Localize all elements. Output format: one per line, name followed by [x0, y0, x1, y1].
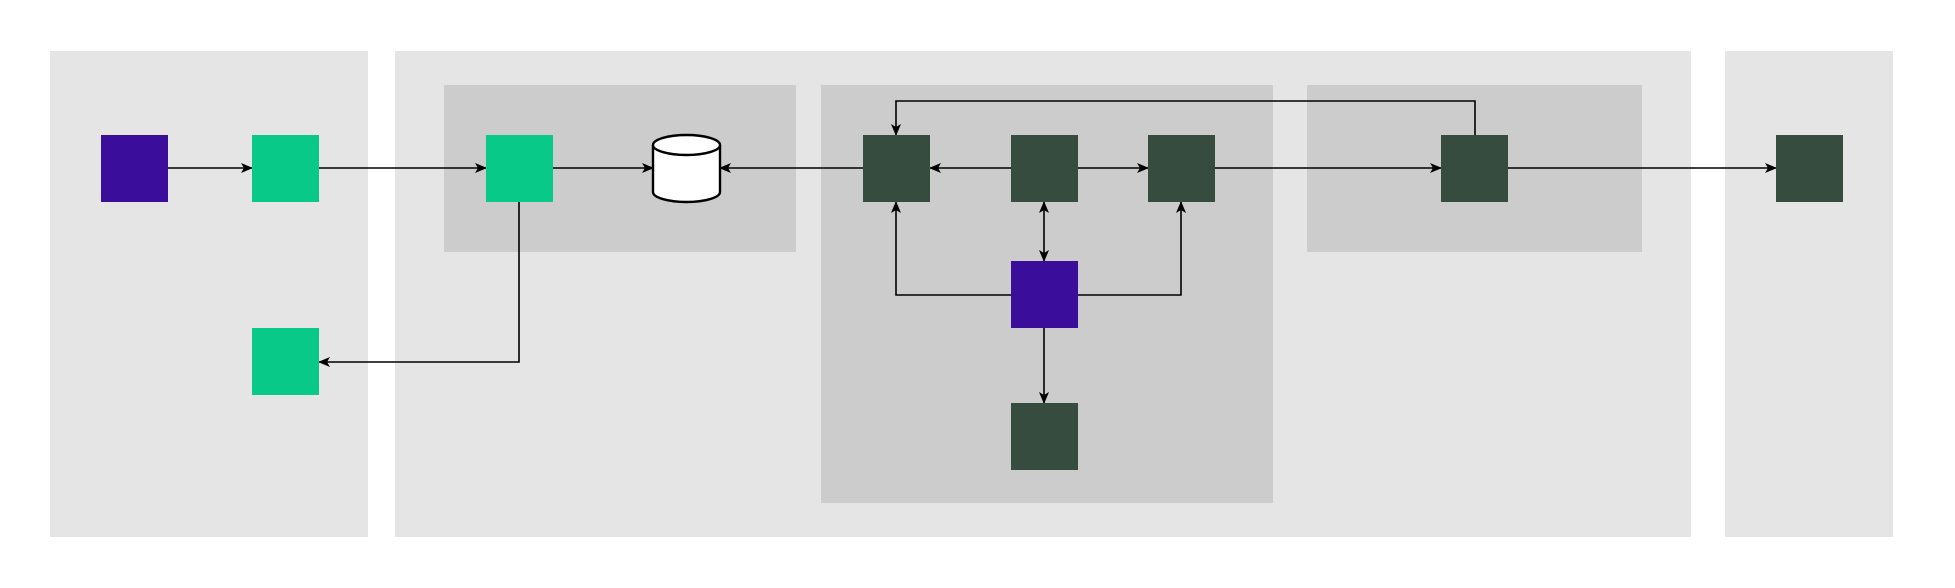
edge-n10-to-n5	[891, 100, 1476, 136]
node-n7-dark[interactable]	[1148, 135, 1215, 202]
edge-n8-to-n5	[891, 201, 1011, 296]
node-n10-dark[interactable]	[1441, 135, 1508, 202]
node-n5-dark[interactable]	[863, 135, 930, 202]
region-left	[50, 51, 368, 537]
region-right	[1725, 51, 1893, 537]
node-n2-green[interactable]	[252, 135, 319, 202]
node-n8-purple[interactable]	[1011, 261, 1078, 328]
node-n6-dark[interactable]	[1011, 135, 1078, 202]
database-cylinder-db[interactable]	[651, 133, 722, 204]
node-n3-green[interactable]	[252, 328, 319, 395]
edge-n4-to-n3	[318, 202, 520, 367]
node-n1-purple[interactable]	[101, 135, 168, 202]
edge-n8-to-n7	[1078, 201, 1186, 296]
node-n9-dark[interactable]	[1011, 403, 1078, 470]
node-n11-dark[interactable]	[1776, 135, 1843, 202]
node-n4-green[interactable]	[486, 135, 553, 202]
